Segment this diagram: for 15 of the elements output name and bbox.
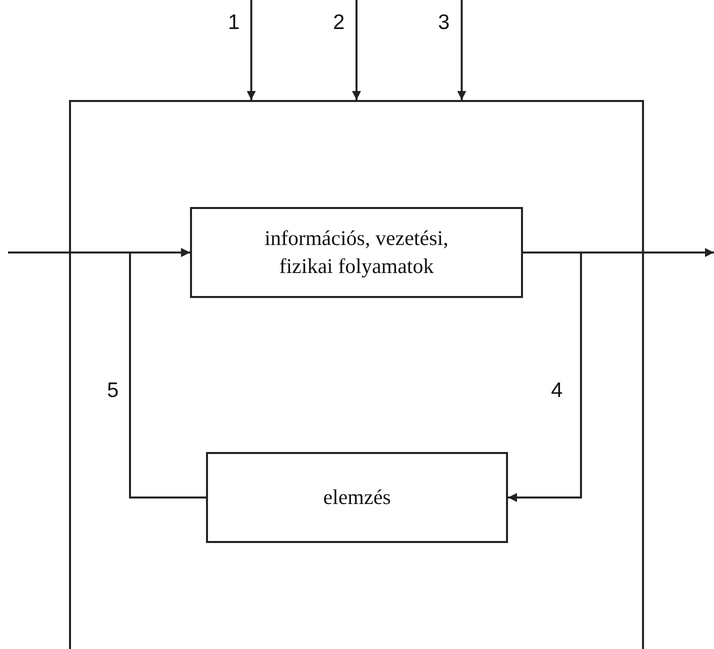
arrow — [246, 0, 256, 100]
edge-label: 4 — [551, 380, 563, 401]
arrow — [129, 248, 206, 498]
process-box — [206, 452, 508, 543]
edge-label: 1 — [228, 12, 240, 33]
box-text: elemzés — [323, 484, 391, 511]
arrow — [352, 0, 361, 100]
box-text: információs, vezetési, fizikai folyamatok — [264, 225, 450, 280]
process-box — [190, 207, 523, 298]
outer-frame — [69, 100, 644, 649]
arrow — [457, 0, 466, 100]
edge-label: 5 — [107, 380, 119, 401]
arrow — [508, 252, 582, 502]
edge-label: 2 — [333, 12, 345, 33]
edge-label: 3 — [438, 12, 450, 33]
